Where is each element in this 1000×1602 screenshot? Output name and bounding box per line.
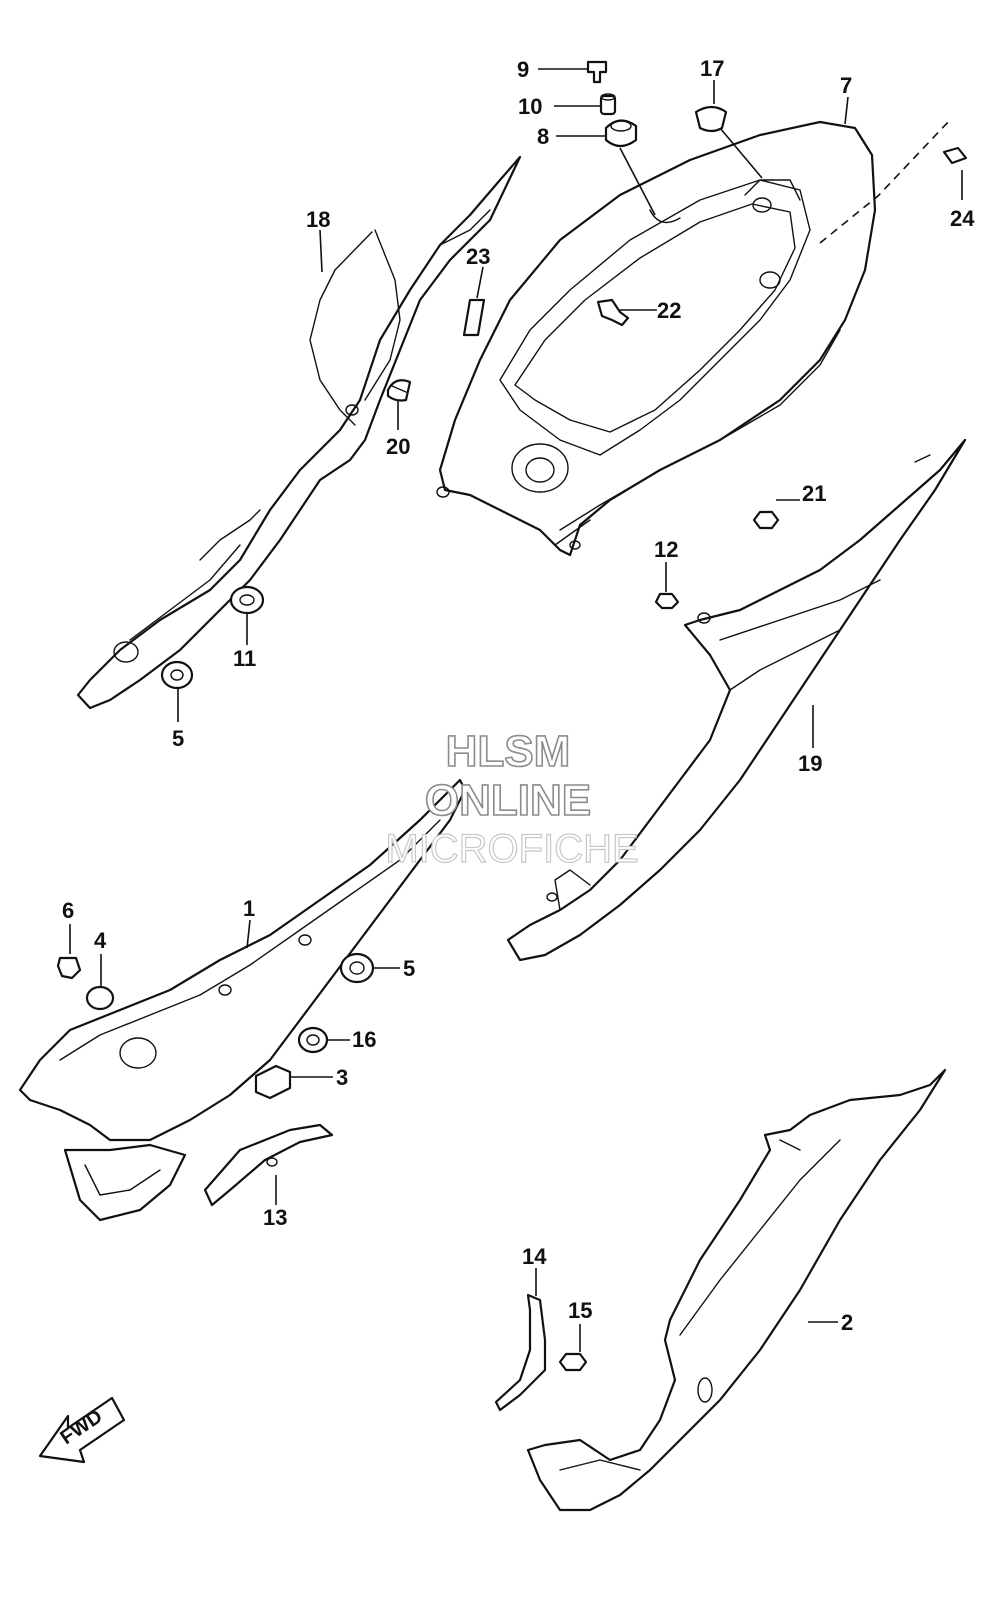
callout-5-lower: 5: [403, 956, 415, 981]
callout-1: 1: [243, 896, 255, 921]
callout-3: 3: [336, 1065, 348, 1090]
part-10-collar: [599, 93, 617, 116]
callout-12: 12: [654, 537, 678, 562]
callout-numbers: 9 10 8 17 7 24 18 23 22 20 21 12 11 5 19…: [62, 56, 975, 1335]
callout-13: 13: [263, 1205, 287, 1230]
callout-21: 21: [802, 481, 826, 506]
part-3-block: [254, 1064, 292, 1100]
callout-10: 10: [518, 94, 542, 119]
part-8-grommet: [604, 119, 638, 148]
callout-6: 6: [62, 898, 74, 923]
callout-20: 20: [386, 434, 410, 459]
callout-9: 9: [517, 57, 529, 82]
watermark: HLSM ONLINE MICROFICHE: [385, 726, 640, 871]
part-16-grommet: [297, 1026, 329, 1054]
part-6-bolt: [56, 956, 82, 980]
part-23-tape: [462, 298, 486, 337]
callout-7: 7: [840, 73, 852, 98]
part-20-clip: [386, 379, 412, 402]
part-24-pad: [942, 146, 968, 165]
watermark-line-3: MICROFICHE: [385, 827, 638, 871]
callout-22: 22: [657, 298, 681, 323]
callout-15: 15: [568, 1298, 592, 1323]
callout-11: 11: [233, 646, 256, 671]
callout-18: 18: [306, 207, 330, 232]
callout-16: 16: [352, 1027, 376, 1052]
callout-14: 14: [522, 1244, 547, 1269]
callout-23: 23: [466, 244, 490, 269]
callout-5-upper: 5: [172, 726, 184, 751]
part-13-bracket: [203, 1123, 334, 1207]
callout-19: 19: [798, 751, 822, 776]
watermark-line-1: HLSM: [446, 727, 571, 776]
part-12-screw: [654, 592, 680, 610]
part-4-collar: [85, 985, 115, 1011]
hardware-parts: [56, 60, 968, 1412]
part-21-screw: [752, 510, 780, 530]
part-5-grommet-lower: [339, 952, 375, 984]
watermark-line-2: ONLINE: [425, 776, 591, 825]
part-22-clip: [596, 298, 630, 327]
part-5-grommet-upper: [160, 660, 194, 690]
part-2-lower-cover: [526, 1068, 947, 1512]
callout-2: 2: [841, 1310, 853, 1335]
forward-direction-arrow: FWD: [38, 1396, 126, 1464]
part-7-tail-cowl: [436, 120, 877, 557]
part-18-left-side-cover: [76, 155, 522, 710]
part-19-right-side-cover: [506, 438, 967, 962]
part-1-frame-cover: [18, 778, 467, 1222]
part-11-grommet: [229, 585, 265, 615]
callout-24: 24: [950, 206, 975, 231]
part-9-screw: [586, 60, 608, 84]
part-14-bracket: [494, 1293, 547, 1412]
callout-8: 8: [537, 124, 549, 149]
leader-lines: [69, 68, 963, 1352]
part-17-plug: [694, 105, 728, 133]
callout-4: 4: [94, 928, 107, 953]
part-15-screw: [558, 1352, 588, 1372]
callout-17: 17: [700, 56, 724, 81]
